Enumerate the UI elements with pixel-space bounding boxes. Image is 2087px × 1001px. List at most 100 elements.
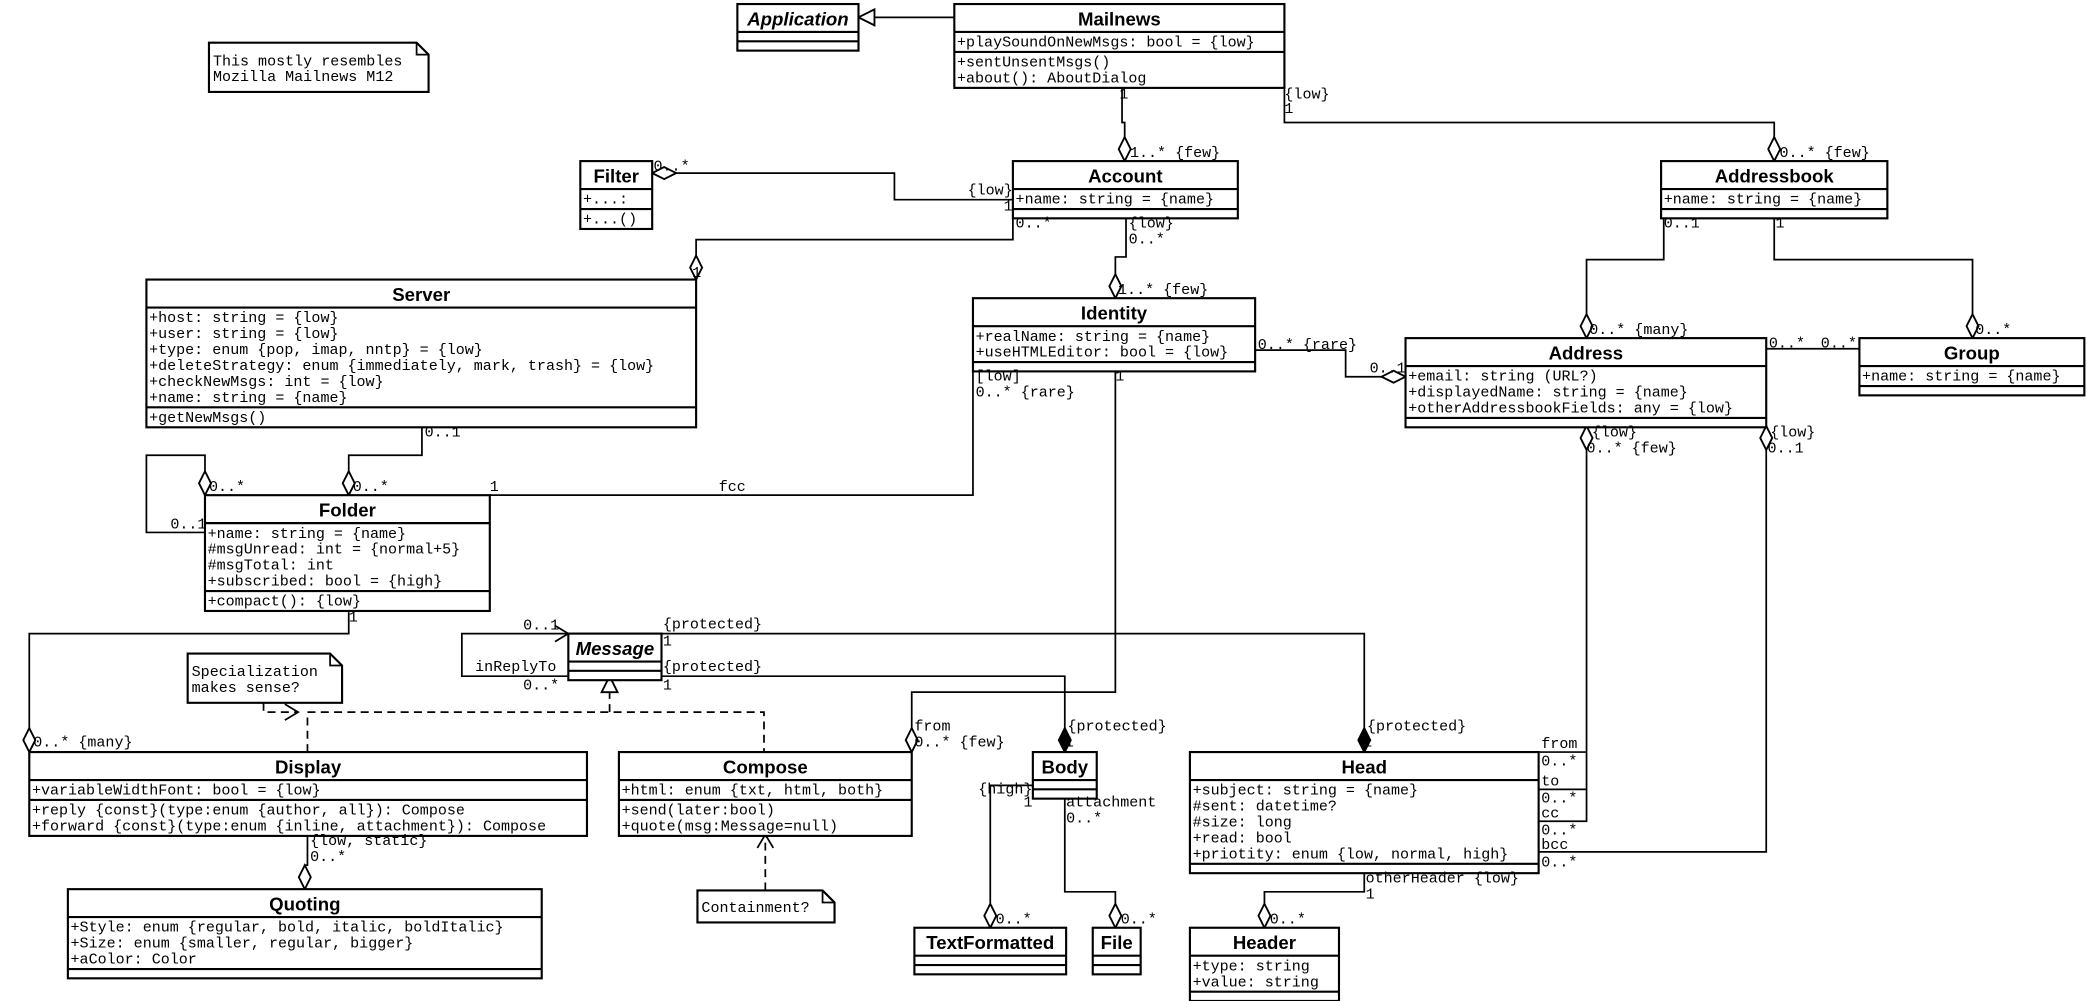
multiplicity-label: 1 [349,609,358,627]
multiplicity-label: from [1541,735,1577,753]
class-box [579,160,654,231]
multiplicity-label: 1 [1004,197,1013,215]
multiplicity-label: 1 [1065,734,1074,752]
hollow-triangle-icon [856,7,876,27]
multiplicity-label: 0..* [209,478,245,496]
note-text: This mostly resembles [213,52,402,70]
multiplicity-label: 1 [1115,368,1124,386]
note-text: Specialization [192,663,318,681]
multiplicity-label: 1..* {few} [1130,144,1220,162]
class-attribute: +name: string = {name} [1664,191,1862,209]
class-message[interactable]: Message [567,632,663,682]
association-edge [1773,215,1980,341]
class-file[interactable]: File [1091,926,1142,976]
multiplicity-label: {low} [1592,424,1637,442]
class-server[interactable]: Server +host: string = {low}+user: string… [145,278,698,429]
class-operation: +...() [583,211,637,229]
class-box [1188,750,1540,875]
association-edge [689,215,1014,282]
association-edge [1063,794,1123,930]
class-name: Group [1944,342,2000,363]
class-box [971,297,1257,373]
class-filter[interactable]: Filter +...: +...() [579,160,654,231]
class-attribute: +value: string [1193,973,1319,991]
association-edge [145,454,213,534]
class-name: Head [1341,756,1387,777]
association-edge [1257,871,1366,930]
aggregation-diamond-icon [1108,272,1123,301]
multiplicity-label: 0..* {few} [914,734,1004,752]
multiplicity-label: {low, static} [310,832,427,850]
association-edge [661,632,1372,755]
aggregation-diamond-icon [1379,369,1408,384]
class-name: Account [1088,165,1162,186]
class-attribute: +type: string [1193,957,1310,975]
dependency-edge [756,832,775,891]
class-name: Message [576,638,655,659]
class-attribute: +checkNewMsgs: int = {low} [149,373,384,391]
class-name: Body [1042,756,1089,777]
aggregation-diamond-icon [1579,423,1594,453]
class-name: Mailnews [1078,8,1161,29]
class-address[interactable]: Address+email: string (URL?)+displayedNa… [1404,337,1768,429]
class-attribute: +host: string = {low} [149,309,338,327]
aggregation-diamond-icon [1767,135,1782,164]
class-application[interactable]: Application [736,2,860,52]
class-attribute: #sent: datetime? [1193,798,1337,816]
class-attribute: +...: [583,191,628,209]
class-name: Server [392,284,450,305]
class-name: Application [746,8,848,29]
multiplicity-label: 1 [692,264,701,282]
class-quoting[interactable]: Quoting+Style: enum {regular, bold, ital… [66,888,543,980]
multiplicity-label: inReplyTo [475,658,556,676]
class-account[interactable]: Account+name: string = {name} [1011,160,1239,220]
multiplicity-label: 0..* [996,911,1032,929]
association-edge [650,166,1013,201]
multiplicity-label: 0..* [1016,215,1052,233]
multiplicity-label: 1 [1119,86,1128,104]
multiplicity-label: {low} [1284,86,1329,104]
aggregation-diamond-icon [689,253,704,282]
class-attribute: +playSoundOnNewMsgs: bool = {low} [957,34,1255,52]
multiplicity-label: 0..* [654,157,690,175]
class-head[interactable]: Head +subject: string = {name}#sent: date… [1188,750,1540,875]
multiplicity-label: 0..* [310,848,346,866]
class-box [1031,750,1098,800]
multiplicity-label: 1 [663,677,672,695]
class-attribute: +html: enum {txt, html, both} [622,782,884,800]
generalization-edge [856,7,955,27]
class-group[interactable]: Group+name: string = {name} [1858,337,2086,397]
class-textformatted[interactable]: TextFormatted [913,926,1068,976]
class-addressbook[interactable]: Addressbook+name: string = {name} [1660,160,1889,220]
class-identity[interactable]: Identity+realName: string = {name}+useHT… [971,297,1257,373]
class-display[interactable]: Display+variableWidthFont: bool = {low}+… [28,750,589,837]
class-attribute: +otherAddressbookFields: any = {low} [1408,400,1733,418]
class-attribute: #size: long [1193,814,1292,832]
multiplicity-label: {protected} [1067,718,1166,736]
aggregation-diamond-icon [1257,901,1272,930]
multiplicity-label: 0..* [1821,334,1857,352]
multiplicity-label: [low] [976,368,1021,386]
class-attribute: +user: string = {low} [149,325,338,343]
association-edge [1579,215,1665,341]
multiplicity-label: 1 [490,478,499,496]
multiplicity-label: 1..* {few} [1118,281,1208,299]
class-attribute: +aColor: Color [71,951,197,969]
multiplicity-label: 0..* [1975,321,2011,339]
multiplicity-label: 0..* [1541,752,1577,770]
class-name: Filter [593,165,639,186]
class-attribute: +subject: string = {name} [1193,782,1419,800]
class-compose[interactable]: Compose+html: enum {txt, html, both}+sen… [617,750,913,837]
class-mailnews[interactable]: Mailnews +playSoundOnNewMsgs: bool = {low… [953,2,1286,89]
class-box [1404,337,1768,429]
class-folder[interactable]: Folder+name: string = {name}#msgUnread: … [203,494,491,613]
class-body[interactable]: Body [1031,750,1098,800]
class-header[interactable]: Header+type: string+value: string [1188,926,1341,1001]
multiplicity-label: 0..* [523,677,559,695]
multiplicity-label: {protected} [663,658,762,676]
multiplicity-label: {protected} [663,615,762,633]
class-box [1188,926,1341,1001]
class-box [913,926,1068,976]
